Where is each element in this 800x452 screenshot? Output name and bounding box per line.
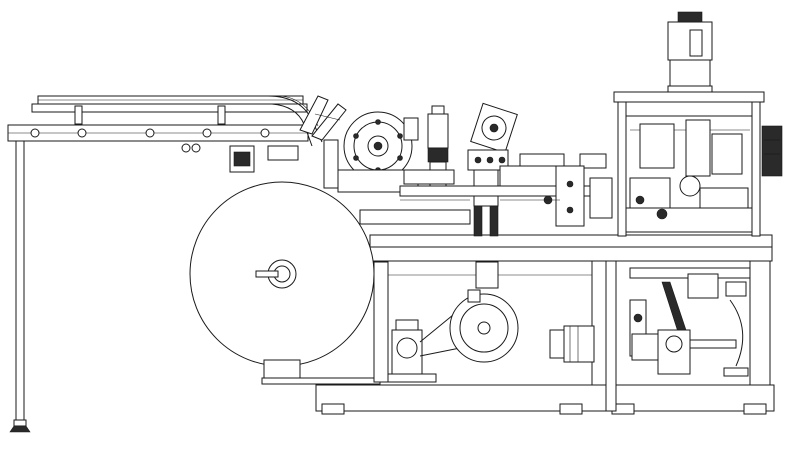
support-leg bbox=[9, 140, 31, 433]
tilted-gearbox bbox=[467, 102, 518, 171]
infeed-conveyor bbox=[7, 95, 347, 173]
paper-roll bbox=[189, 181, 375, 379]
lower-motor bbox=[549, 325, 595, 363]
process-conveyor bbox=[359, 153, 613, 227]
belt-drive-motor bbox=[387, 289, 519, 383]
cam-chain-mechanism bbox=[629, 267, 751, 377]
rotary-turret bbox=[323, 111, 419, 193]
right-tower bbox=[613, 11, 783, 237]
base-frame bbox=[261, 234, 775, 415]
